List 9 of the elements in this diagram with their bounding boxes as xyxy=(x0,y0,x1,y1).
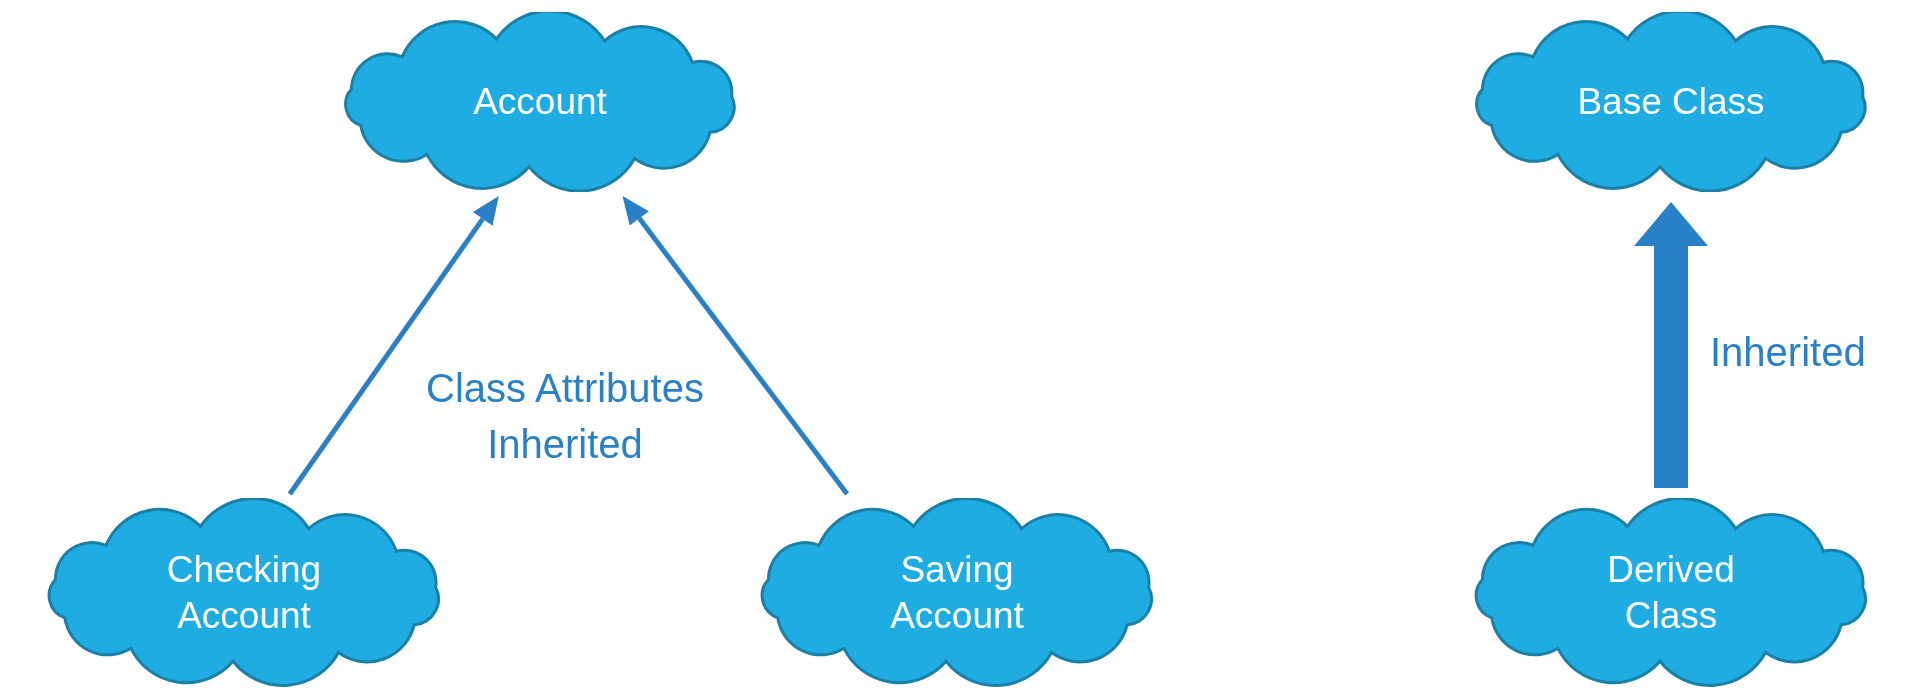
arrow xyxy=(622,196,850,496)
node-label: Derived Class xyxy=(1606,548,1736,638)
block-arrow xyxy=(1634,202,1708,488)
node-label: Saving Account xyxy=(889,548,1025,638)
annotation-text: Class Attributes Inherited xyxy=(425,365,705,468)
node-label: Base Class xyxy=(1576,80,1766,124)
node-label: Checking Account xyxy=(165,548,323,638)
node-label: Account xyxy=(472,80,608,124)
arrow xyxy=(287,196,499,496)
